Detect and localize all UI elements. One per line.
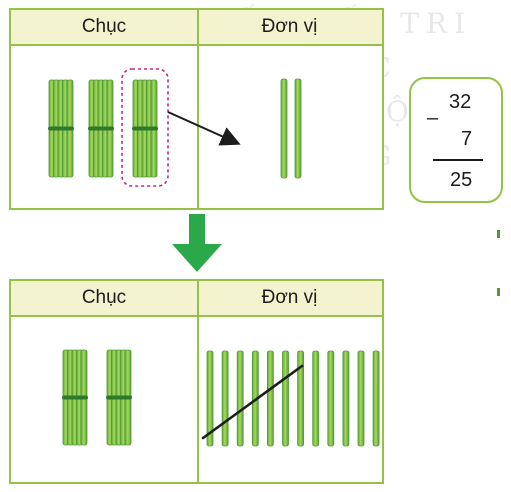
tens-bundle	[106, 349, 132, 446]
ones-stick	[206, 350, 214, 447]
ones-stick	[372, 350, 380, 447]
tens-bundle	[48, 79, 74, 178]
column-divider	[197, 281, 199, 482]
ones-stick	[266, 350, 274, 447]
stray-mark	[497, 230, 500, 238]
tens-bundle	[62, 349, 88, 446]
tens-bundle	[132, 79, 158, 178]
ones-stick	[236, 350, 244, 447]
ones-stick	[221, 350, 229, 447]
header-ones: Đơn vị	[261, 287, 318, 308]
ones-stick	[357, 350, 365, 447]
ones-stick	[327, 350, 335, 447]
ones-stick	[282, 350, 289, 447]
subtrahend: 7	[461, 128, 473, 150]
cross-out-line	[201, 364, 304, 440]
stray-mark	[497, 288, 500, 296]
bundle-tie	[48, 126, 74, 131]
header-tens: Chục	[81, 16, 127, 37]
table-header: Chục Đơn vị	[11, 10, 382, 46]
bundle-tie	[62, 395, 88, 400]
ones-stick	[294, 78, 302, 179]
difference: 25	[450, 169, 473, 191]
bundle-tie	[132, 126, 158, 131]
header-ones: Đơn vị	[261, 16, 318, 37]
arrow-down-icon	[172, 214, 222, 272]
subtraction-operation: 32 – 7 25	[409, 77, 503, 203]
minus-sign: –	[427, 107, 439, 129]
table-header: Chục Đơn vị	[11, 281, 382, 317]
bundle-tie	[106, 395, 132, 400]
column-divider	[197, 10, 199, 208]
arrow-right-icon	[167, 111, 241, 146]
header-tens: Chục	[81, 287, 127, 308]
circle-highlight	[121, 68, 169, 187]
ones-stick	[297, 350, 305, 447]
result-line	[433, 159, 483, 161]
bundle-tie	[88, 126, 114, 131]
minuend: 32	[449, 91, 472, 113]
ones-stick	[312, 350, 320, 447]
ones-stick	[342, 350, 350, 447]
tens-bundle	[88, 79, 114, 178]
ones-stick	[280, 78, 288, 179]
